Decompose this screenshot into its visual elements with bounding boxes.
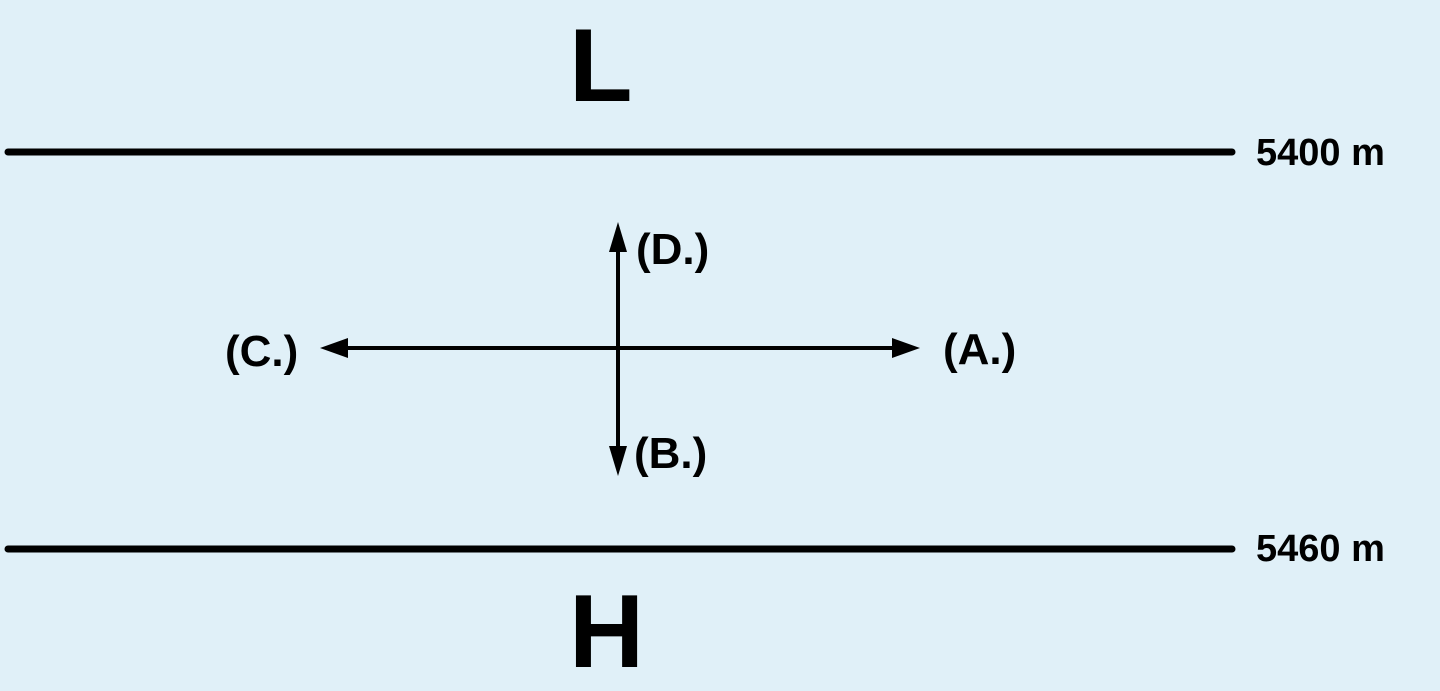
contour-label-5460: 5460 m	[1256, 528, 1385, 570]
arrow-label-c: (C.)	[225, 327, 299, 376]
arrow-label-a: (A.)	[943, 325, 1017, 374]
arrow-head-east-icon	[892, 338, 920, 358]
arrow-head-west-icon	[320, 338, 348, 358]
contour-label-5400: 5400 m	[1256, 132, 1385, 174]
low-pressure-label: L	[569, 8, 633, 124]
high-pressure-label: H	[569, 574, 645, 690]
arrow-head-south-icon	[609, 446, 627, 476]
arrow-label-b: (B.)	[634, 429, 708, 478]
arrow-label-d: (D.)	[636, 225, 710, 274]
arrow-head-north-icon	[609, 222, 627, 252]
